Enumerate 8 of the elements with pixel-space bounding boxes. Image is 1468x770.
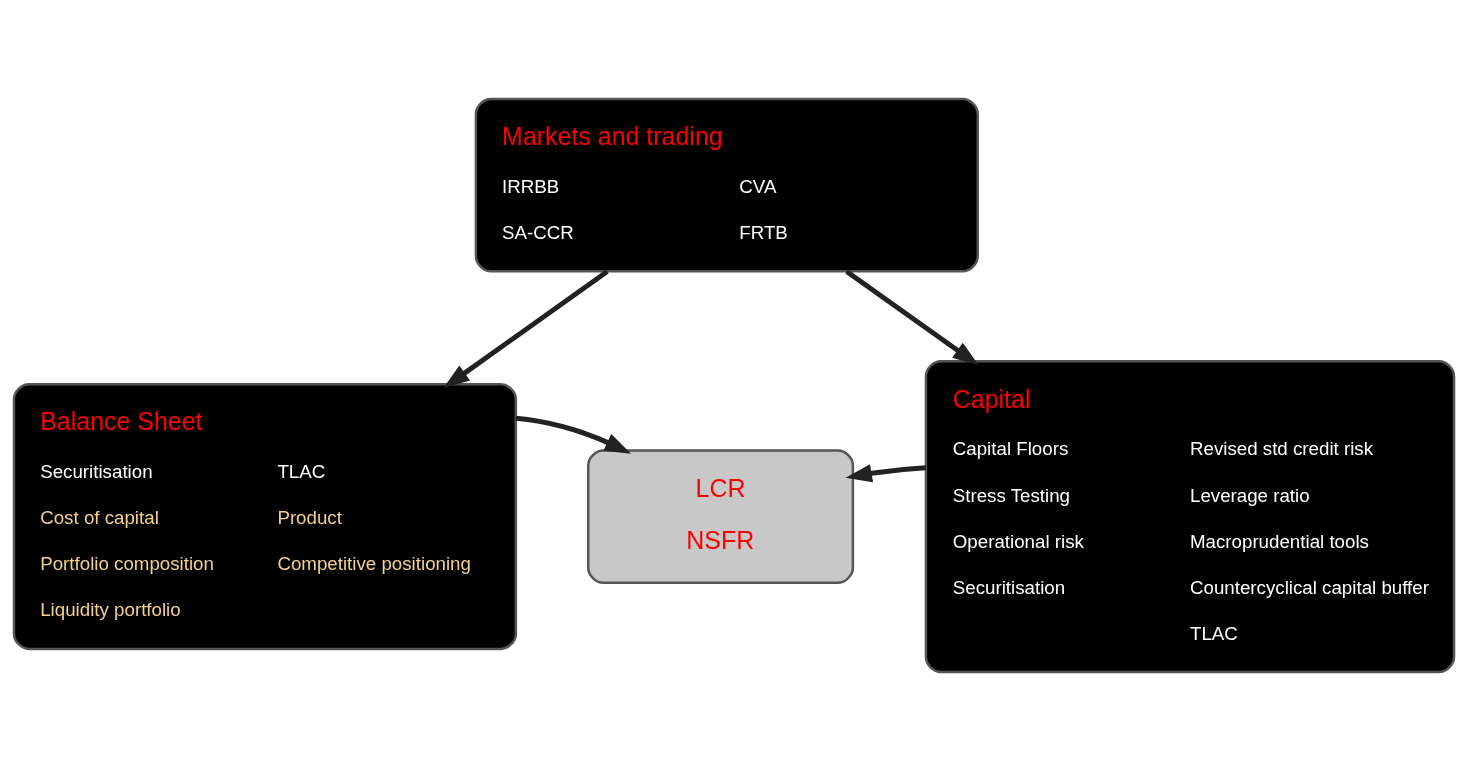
node-box: Balance Sheet Securitisation TLAC Cost of capital Product Portfolio composition Competitive positioning Liquidity portfolio [12,382,518,650]
arrow [845,269,979,365]
node-box: Capital Capital Floors Revised std credit risk Stress Testing Leverage ratio Operational risk Macroprudential tools Securitisation Countercyclical capital buffer TLAC [924,359,1456,673]
node-box: Markets and trading IRRBB CVA SA-CCR FRTB [474,97,979,272]
arrow [443,269,609,388]
node-box: LCR NSFR [587,448,855,584]
arrow [515,415,632,454]
arrow [845,463,926,482]
